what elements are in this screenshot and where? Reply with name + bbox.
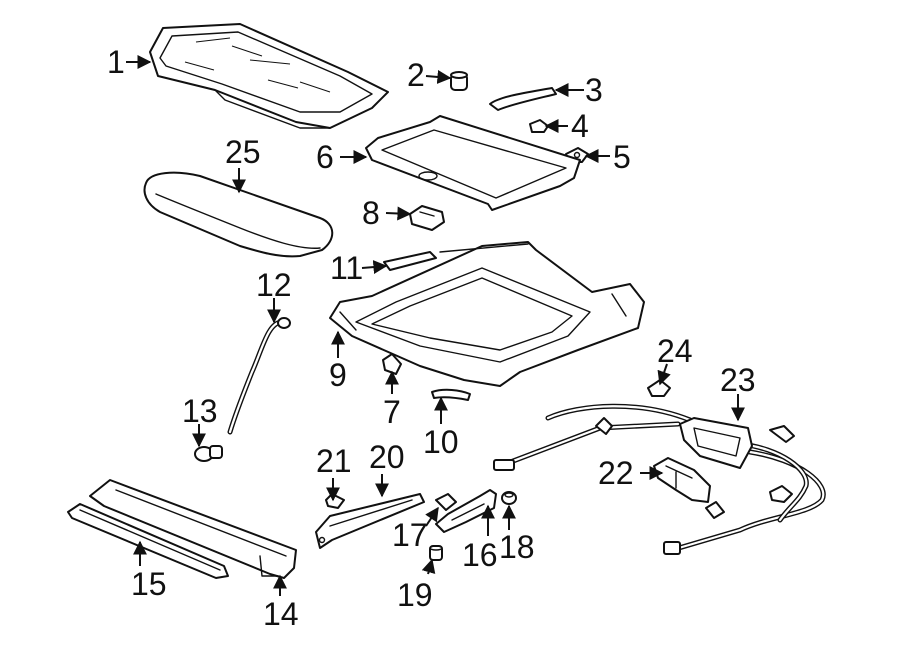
leader-11 [361,260,388,275]
side-rail-14-part [89,479,297,579]
callout-15: 15 [131,566,167,602]
callout-17: 17 [392,517,428,553]
housing-frame-part [329,241,645,387]
callout-22: 22 [598,455,634,491]
cap-18-part [501,491,517,505]
callout-leaders [126,55,745,596]
callout-20: 20 [369,439,405,475]
callout-25: 25 [225,134,261,170]
side-rail-seal-15-part [67,503,229,579]
callout-19: 19 [397,577,433,613]
callout-6: 6 [316,139,334,175]
slider-bracket-16-part [435,489,497,533]
leader-2 [425,69,452,84]
leader-8 [385,206,412,221]
guide-rail-20-part [315,493,425,549]
sunshade-part [143,171,334,258]
callout-11: 11 [330,250,363,286]
seal-strip-11-part [383,251,437,271]
glass-panel-part [149,23,389,129]
callout-16: 16 [462,537,498,573]
leader-19 [421,558,436,575]
drain-hose-part [227,317,291,435]
hose-clamp-13-part [194,445,223,462]
callout-12: 12 [256,267,292,303]
bracket-4-part [529,119,549,133]
callout-21: 21 [316,443,352,479]
callout-10: 10 [423,424,459,460]
callout-3: 3 [585,72,603,108]
callout-14: 14 [263,596,299,632]
leader-24 [657,363,671,386]
callout-9: 9 [329,357,347,393]
bumper-19-part [429,545,443,561]
handle-part [489,87,557,111]
callout-labels: 1 2 3 4 5 6 7 8 9 10 11 12 13 14 15 16 1… [107,44,756,632]
clip-24-part [647,379,671,397]
callout-4: 4 [571,108,589,144]
slider-17-part [435,493,457,511]
motor-22-part [653,457,725,519]
callout-13: 13 [182,393,218,429]
clip-7-part [382,353,402,375]
callout-1: 1 [107,44,125,80]
knob-part [450,71,468,91]
deflector-frame-part [365,115,581,211]
bracket-10-part [431,388,471,401]
leader-17 [425,506,439,527]
callout-18: 18 [499,529,535,565]
callout-8: 8 [362,195,380,231]
callout-5: 5 [613,139,631,175]
clip-21-part [325,493,345,509]
callout-24: 24 [657,333,693,369]
callout-23: 23 [720,362,756,398]
callout-7: 7 [383,394,401,430]
drive-cable-23-part [493,403,826,555]
callout-2: 2 [407,57,425,93]
switch-8-part [409,205,445,231]
